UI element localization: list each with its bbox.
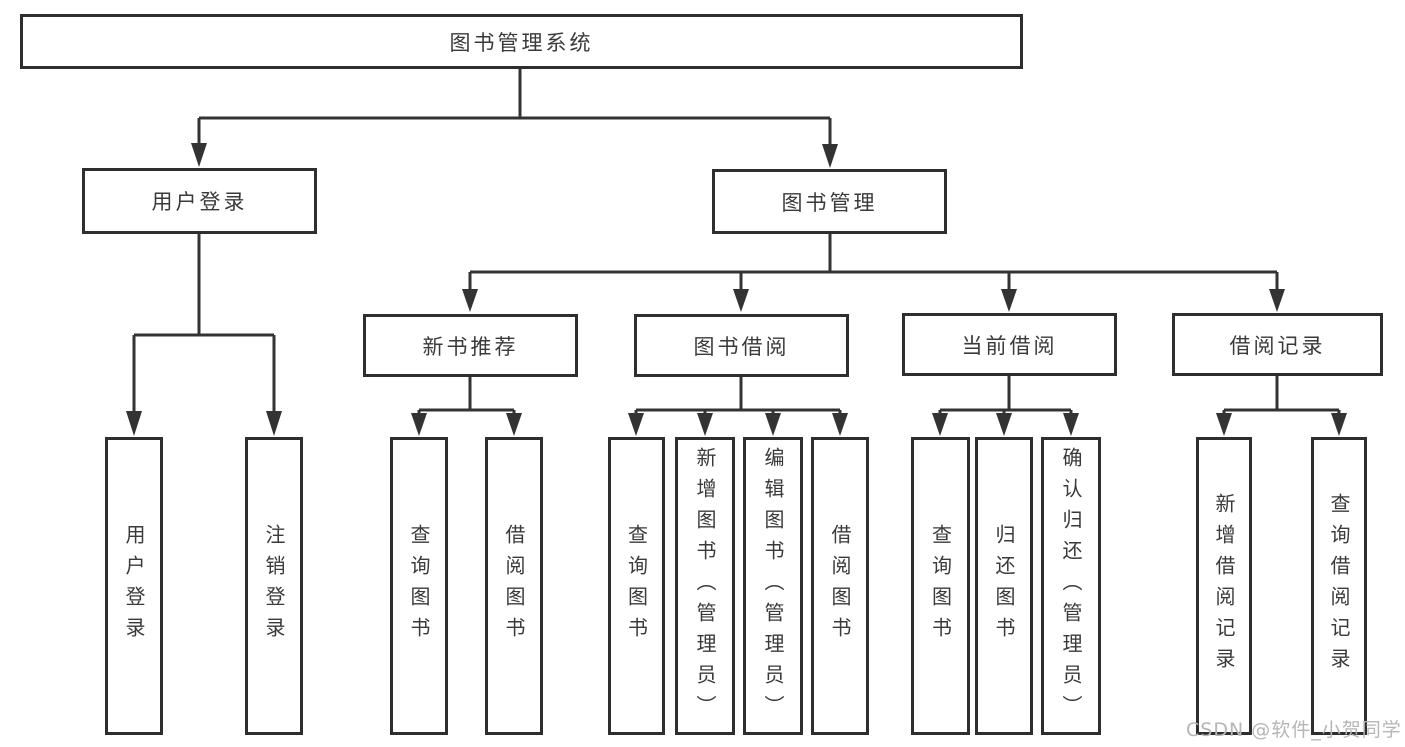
leaf-return-book-label: 归还图书	[992, 524, 1016, 648]
arrowheads-book-mgmt	[462, 289, 1285, 312]
leaf-query-book-2-label: 查询图书	[624, 524, 649, 648]
node-user-login: 用户登录	[82, 168, 317, 234]
arrowhead	[832, 413, 848, 436]
leaf-user-login: 用户登录	[105, 437, 163, 735]
node-new-book-rec: 新书推荐	[363, 314, 578, 377]
arrowheads-new-book-rec	[411, 413, 522, 436]
leaf-query-book-3-label: 查询图书	[928, 524, 953, 648]
arrowhead	[628, 413, 644, 436]
leaf-user-login-label: 用户登录	[122, 524, 146, 648]
leaf-logout-label: 注销登录	[262, 524, 286, 648]
arrowhead	[733, 289, 749, 312]
connector-user-login-children	[132, 234, 276, 412]
arrowhead	[462, 289, 478, 312]
connector-book-borrow-children	[634, 377, 842, 416]
node-system-label: 图书管理系统	[449, 30, 594, 55]
leaf-edit-book-label: 编辑图书（管理员）	[761, 446, 785, 726]
connector-new-book-rec-children	[417, 377, 516, 416]
arrowhead	[1269, 289, 1285, 312]
leaf-query-record-label: 查询借阅记录	[1327, 493, 1351, 679]
arrowhead	[506, 413, 522, 436]
arrowheads-book-borrow	[628, 413, 848, 436]
connector-root-split	[197, 69, 832, 144]
arrowhead	[1331, 413, 1347, 436]
leaf-logout: 注销登录	[245, 437, 303, 735]
leaf-edit-book: 编辑图书（管理员）	[743, 437, 803, 735]
leaf-add-record: 新增借阅记录	[1196, 437, 1252, 735]
connector-borrow-record-children	[1222, 376, 1341, 416]
node-book-mgmt-label: 图书管理	[781, 190, 878, 215]
arrowhead	[266, 411, 282, 436]
leaf-query-book-1-label: 查询图书	[407, 524, 431, 648]
node-borrow-record: 借阅记录	[1172, 313, 1383, 376]
leaf-borrow-book-2: 借阅图书	[811, 437, 869, 735]
leaf-add-record-label: 新增借阅记录	[1212, 493, 1236, 679]
leaf-borrow-book-1-label: 借阅图书	[502, 524, 526, 648]
node-book-mgmt: 图书管理	[712, 169, 947, 234]
arrowhead	[191, 143, 207, 167]
leaf-borrow-book-2-label: 借阅图书	[828, 524, 852, 648]
connector-current-borrow-children	[938, 376, 1073, 416]
leaf-borrow-book-1: 借阅图书	[485, 437, 543, 735]
arrowheads-root	[191, 143, 838, 168]
node-current-borrow: 当前借阅	[902, 313, 1117, 376]
leaf-query-record: 查询借阅记录	[1311, 437, 1367, 735]
arrowhead	[765, 413, 781, 436]
leaf-return-book: 归还图书	[975, 437, 1033, 735]
node-system: 图书管理系统	[20, 14, 1023, 69]
leaf-confirm-return: 确认归还（管理员）	[1041, 437, 1101, 735]
node-new-book-rec-label: 新书推荐	[422, 334, 519, 359]
arrowhead	[697, 413, 713, 436]
leaf-confirm-return-label: 确认归还（管理员）	[1059, 446, 1083, 726]
arrowheads-current-borrow	[932, 413, 1079, 436]
leaf-query-book-3: 查询图书	[911, 437, 970, 735]
node-book-borrow-label: 图书借阅	[693, 334, 790, 359]
arrowhead	[1063, 413, 1079, 436]
node-book-borrow: 图书借阅	[634, 314, 849, 377]
arrowhead	[1216, 413, 1232, 436]
leaf-query-book-1: 查询图书	[390, 437, 448, 735]
node-borrow-record-label: 借阅记录	[1229, 333, 1326, 358]
node-user-login-label: 用户登录	[151, 190, 248, 214]
arrowhead	[822, 144, 838, 168]
node-current-borrow-label: 当前借阅	[961, 333, 1058, 358]
arrowhead	[411, 413, 427, 436]
arrowhead	[932, 413, 948, 436]
leaf-add-book-label: 新增图书（管理员）	[693, 446, 717, 726]
arrowheads-borrow-record	[1216, 413, 1347, 436]
leaf-add-book: 新增图书（管理员）	[675, 437, 735, 735]
arrowhead	[996, 413, 1012, 436]
arrowhead	[126, 411, 142, 436]
arrowhead	[1001, 289, 1017, 312]
connector-book-mgmt-children	[468, 234, 1279, 290]
arrowheads-user-login	[126, 411, 282, 436]
leaf-query-book-2: 查询图书	[608, 437, 665, 735]
